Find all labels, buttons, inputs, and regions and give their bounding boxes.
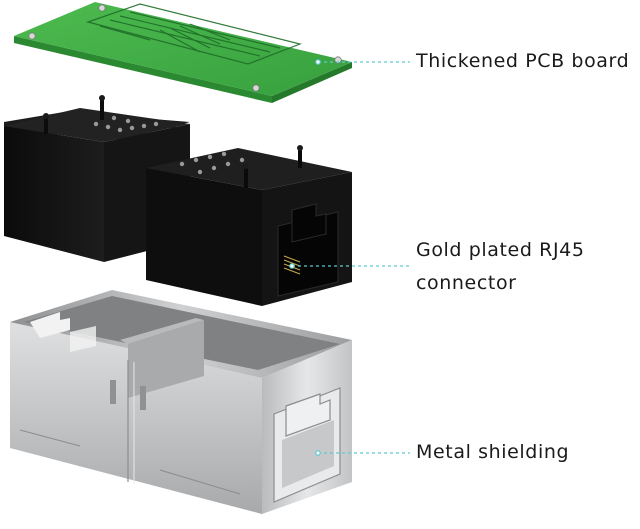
rj45-connector-label: Gold plated RJ45 connector bbox=[416, 236, 585, 298]
rj45-connector-back bbox=[4, 95, 190, 262]
metal-shielding-label: Metal shielding bbox=[416, 441, 570, 463]
pcb-board-label: Thickened PCB board bbox=[416, 50, 630, 72]
rj45-connector-front bbox=[146, 145, 352, 306]
pcb-screw-icon bbox=[28, 4, 342, 92]
leader-lines bbox=[292, 61, 410, 454]
metal-shield bbox=[10, 290, 352, 514]
pcb-callout-dot-icon bbox=[315, 59, 321, 65]
rj45-label-line1: Gold plated RJ45 bbox=[416, 239, 585, 261]
rj45-callout-dot-icon bbox=[289, 263, 295, 269]
rj45-label-line2: connector bbox=[416, 272, 517, 294]
pcb-board bbox=[14, 2, 352, 103]
metal-callout-dot-icon bbox=[315, 450, 321, 456]
